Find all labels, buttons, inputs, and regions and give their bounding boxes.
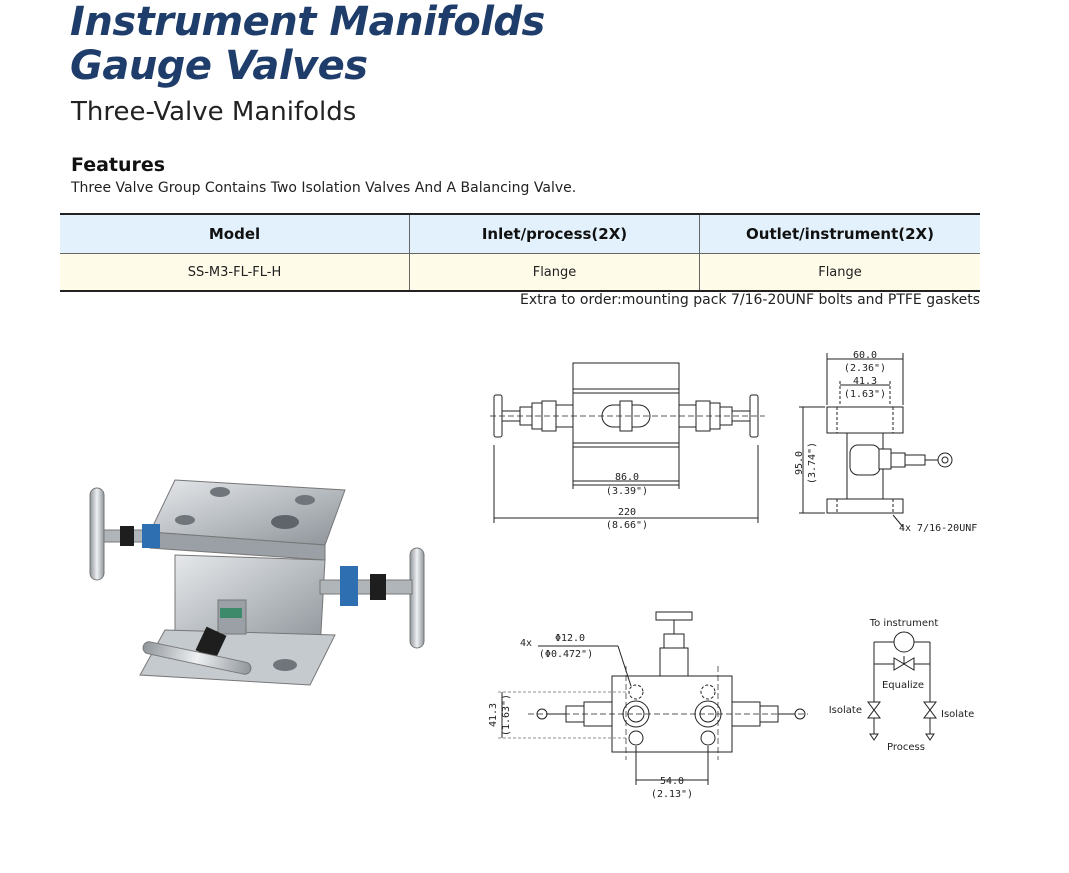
column-header-inlet: Inlet/process(2X) xyxy=(409,214,700,254)
spec-table: Model Inlet/process(2X) Outlet/instrumen… xyxy=(60,213,980,292)
product-photo xyxy=(89,479,425,686)
title-line-1: Instrument Manifolds xyxy=(70,0,545,45)
schematic-to-instrument: To instrument xyxy=(869,618,939,629)
spec-table-header-row: Model Inlet/process(2X) Outlet/instrumen… xyxy=(60,214,980,254)
flow-schematic: To instrument Equalize Isolate Isolate P… xyxy=(829,618,975,753)
dim-front-body: 86.0 xyxy=(615,472,639,483)
cell-inlet: Flange xyxy=(409,253,700,291)
hole-diameter: Φ12.0 xyxy=(555,633,585,644)
dim-side-height-in: (3.74") xyxy=(807,442,818,484)
schematic-process: Process xyxy=(887,742,925,753)
hole-diameter-in: (Φ0.472") xyxy=(539,649,593,660)
dim-top-vertical-in: (1.63") xyxy=(501,694,512,736)
dim-side-top-inner: 41.3 xyxy=(853,376,877,387)
cell-model: SS-M3-FL-FL-H xyxy=(60,253,410,291)
dim-front-total-in: (8.66") xyxy=(606,520,648,531)
dim-top-horizontal-in: (2.13") xyxy=(651,789,693,800)
top-view-drawing: 4x Φ12.0 (Φ0.472") 41.3 (1.63") 54.0 (2.… xyxy=(488,611,808,800)
dim-top-vertical: 41.3 xyxy=(488,703,499,727)
column-header-model: Model xyxy=(60,214,410,254)
features-text: Three Valve Group Contains Two Isolation… xyxy=(71,180,577,196)
dim-side-top-inner-in: (1.63") xyxy=(844,389,886,400)
schematic-isolate-left: Isolate xyxy=(829,705,862,716)
dim-side-top-outer-in: (2.36") xyxy=(844,363,886,374)
page-title: Instrument Manifolds Gauge Valves xyxy=(70,0,545,88)
thread-label: 4x 7/16-20UNF xyxy=(899,523,977,534)
holes-count: 4x xyxy=(520,638,532,649)
schematic-equalize: Equalize xyxy=(882,680,924,691)
column-header-outlet: Outlet/instrument(2X) xyxy=(699,214,980,254)
dim-side-height: 95.0 xyxy=(794,451,805,475)
dim-front-body-in: (3.39") xyxy=(606,486,648,497)
order-note: Extra to order:mounting pack 7/16-20UNF … xyxy=(520,292,980,308)
page-subtitle: Three-Valve Manifolds xyxy=(71,97,357,127)
features-heading: Features xyxy=(71,154,166,176)
title-line-2: Gauge Valves xyxy=(70,43,368,89)
dim-side-top-outer: 60.0 xyxy=(853,350,877,361)
front-view-drawing: 86.0 (3.39") 220 (8.66") xyxy=(490,362,765,531)
table-row: SS-M3-FL-FL-H Flange Flange xyxy=(60,253,980,291)
dim-top-horizontal: 54.0 xyxy=(660,776,684,787)
cell-outlet: Flange xyxy=(699,253,980,291)
side-view-drawing: 60.0 (2.36") 41.3 (1.63") 95.0 (3.74") 4… xyxy=(794,350,977,534)
schematic-isolate-right: Isolate xyxy=(941,709,974,720)
dim-front-total: 220 xyxy=(618,507,636,518)
